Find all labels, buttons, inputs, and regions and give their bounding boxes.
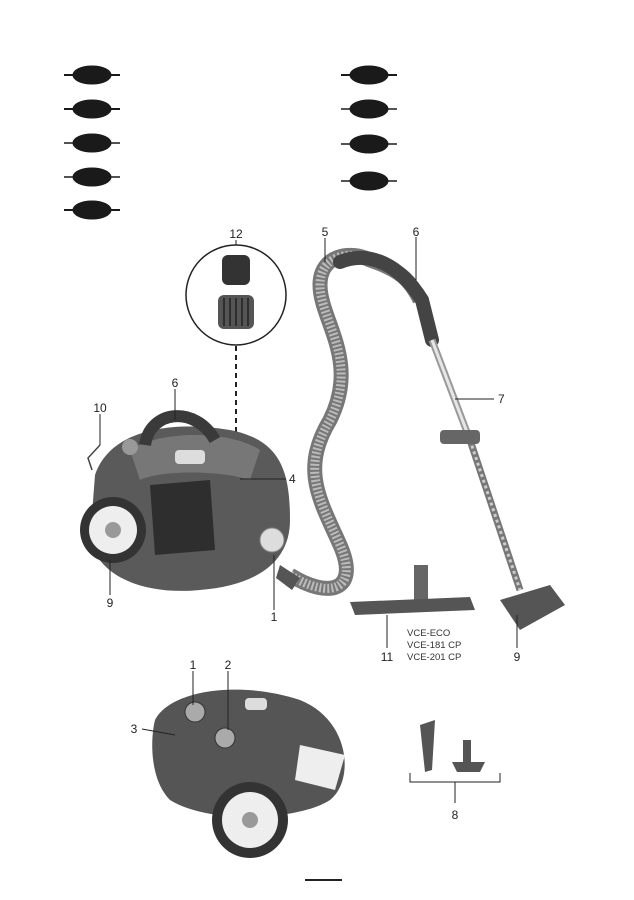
language-marker: [64, 99, 120, 119]
language-marker: [341, 134, 397, 154]
language-marker: [341, 171, 397, 191]
callout-hose: 5: [322, 225, 329, 239]
language-markers-left: [64, 65, 120, 220]
leader-lines: [99, 237, 518, 881]
callout-parquet-brush: 11: [381, 650, 394, 664]
hose-assembly: [276, 247, 565, 630]
callout-button-1: 1: [190, 658, 197, 672]
model-name: VCE-ECO: [407, 628, 450, 639]
callout-accessories: 8: [452, 808, 459, 822]
callout-floor-brush: 9: [514, 650, 521, 664]
callout-hose-handle: 6: [413, 225, 420, 239]
callout-carry-handle: 6: [172, 376, 179, 390]
callout-button-3: 3: [131, 722, 138, 736]
rear-vacuum-view: [152, 689, 345, 858]
callout-hose-socket: 1: [271, 610, 278, 624]
main-vacuum-unit: [80, 410, 290, 591]
callout-button-2: 2: [225, 658, 232, 672]
callout-cord-plug: 10: [93, 401, 107, 415]
model-name: VCE-201 CP: [407, 652, 461, 663]
language-marker: [64, 167, 120, 187]
callout-telescopic-tube: 7: [498, 392, 505, 406]
callout-body: 4: [289, 472, 296, 486]
language-markers-right: [341, 65, 397, 191]
language-marker: [341, 65, 397, 85]
language-marker: [64, 133, 120, 153]
model-name: VCE-181 CP: [407, 640, 461, 651]
language-marker: [64, 200, 120, 220]
filter-detail: [185, 244, 287, 460]
parquet-brush: [350, 565, 475, 615]
language-marker: [341, 99, 397, 119]
callout-wheel: 9: [107, 596, 114, 610]
callout-filter: 12: [229, 227, 243, 241]
language-marker: [64, 65, 120, 85]
accessories: [409, 720, 501, 803]
